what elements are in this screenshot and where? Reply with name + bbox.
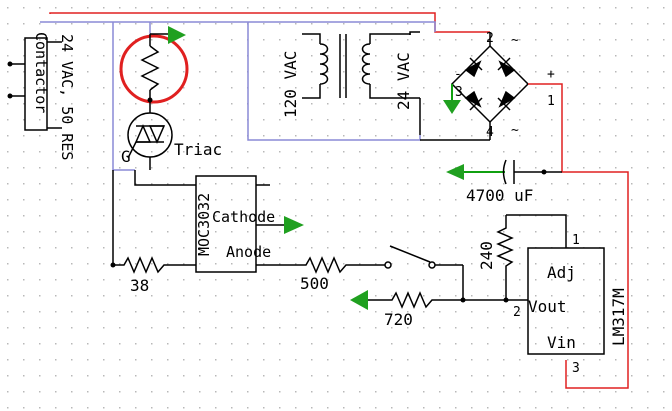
bridge-pin-2: 2 — [486, 31, 494, 46]
triac-gate-label: G — [121, 147, 131, 166]
red-positive-wire — [528, 83, 629, 389]
opto-anode-label: Anode — [226, 243, 271, 261]
transformer-secondary-label: 24 VAC — [394, 52, 413, 110]
reg-adj-label: Adj — [547, 263, 576, 282]
secondary-coil — [361, 43, 371, 85]
contactor-spec-label: 24 VAC, 50 RES — [58, 34, 76, 160]
bridge-minus: - — [454, 67, 462, 82]
contactor: Contactor 24 VAC, 50 RES — [7, 32, 76, 160]
bridge-plus: + — [547, 67, 555, 82]
bridge-rectifier — [420, 32, 530, 141]
optocoupler: MOC3032 Cathode Anode — [195, 175, 304, 273]
reg-pin-2: 2 — [513, 305, 521, 320]
triac-section: G Triac — [119, 26, 222, 186]
ground-flag-icon — [168, 26, 186, 44]
bridge-ground-icon — [443, 100, 461, 114]
capacitor-label: 4700 uF — [466, 186, 533, 205]
opto-cathode-label: Cathode — [212, 208, 275, 226]
optocoupler-body — [195, 175, 257, 273]
bridge-ac-bottom: ~ — [511, 123, 519, 138]
triac-label: Triac — [174, 140, 222, 159]
resistor-500-label: 500 — [300, 274, 329, 293]
bridge-ac-top: ~ — [511, 33, 519, 48]
switch — [384, 245, 466, 303]
contactor-body — [24, 37, 48, 131]
resistor-720-label: 720 — [384, 310, 413, 329]
resistor-38: 38 — [110, 170, 196, 295]
resistor-240: 240 — [477, 214, 567, 303]
red-top-wire — [49, 12, 490, 33]
capacitor: 4700 uF — [446, 159, 562, 205]
capacitor-ground-icon — [446, 164, 464, 180]
bridge-pin-3: 3 — [455, 85, 463, 100]
transformer — [302, 31, 421, 135]
blue-top-wire — [40, 21, 436, 32]
reg-vout-label: Vout — [528, 297, 567, 316]
reg-vin-label: Vin — [547, 333, 576, 352]
regulator: Adj Vout Vin LM317M 1 2 3 — [513, 233, 628, 376]
regulator-body — [527, 247, 605, 355]
bridge-pin-4: 4 — [486, 125, 494, 140]
load-resistor — [140, 45, 160, 91]
regulator-label: LM317M — [609, 288, 628, 346]
transformer-primary-label: 120 VAC — [281, 51, 300, 118]
reg-pin-1: 1 — [572, 233, 580, 248]
triac-gate-lead — [127, 141, 137, 159]
resistor-240-label: 240 — [477, 241, 496, 270]
contactor-label: Contactor — [32, 32, 50, 113]
resistor-500: 500 — [296, 256, 385, 293]
primary-coil — [319, 43, 329, 85]
optocoupler-label: MOC3032 — [195, 193, 213, 256]
blue-transformer-wire — [247, 22, 421, 141]
reg-pin-3: 3 — [572, 361, 580, 376]
resistor-720: 720 — [350, 290, 528, 329]
highlight-circle — [119, 34, 189, 104]
output-ground-icon — [350, 290, 368, 310]
bridge-pin-1: 1 — [547, 94, 555, 109]
cathode-ground-icon — [284, 216, 304, 234]
resistor-38-label: 38 — [130, 276, 149, 295]
